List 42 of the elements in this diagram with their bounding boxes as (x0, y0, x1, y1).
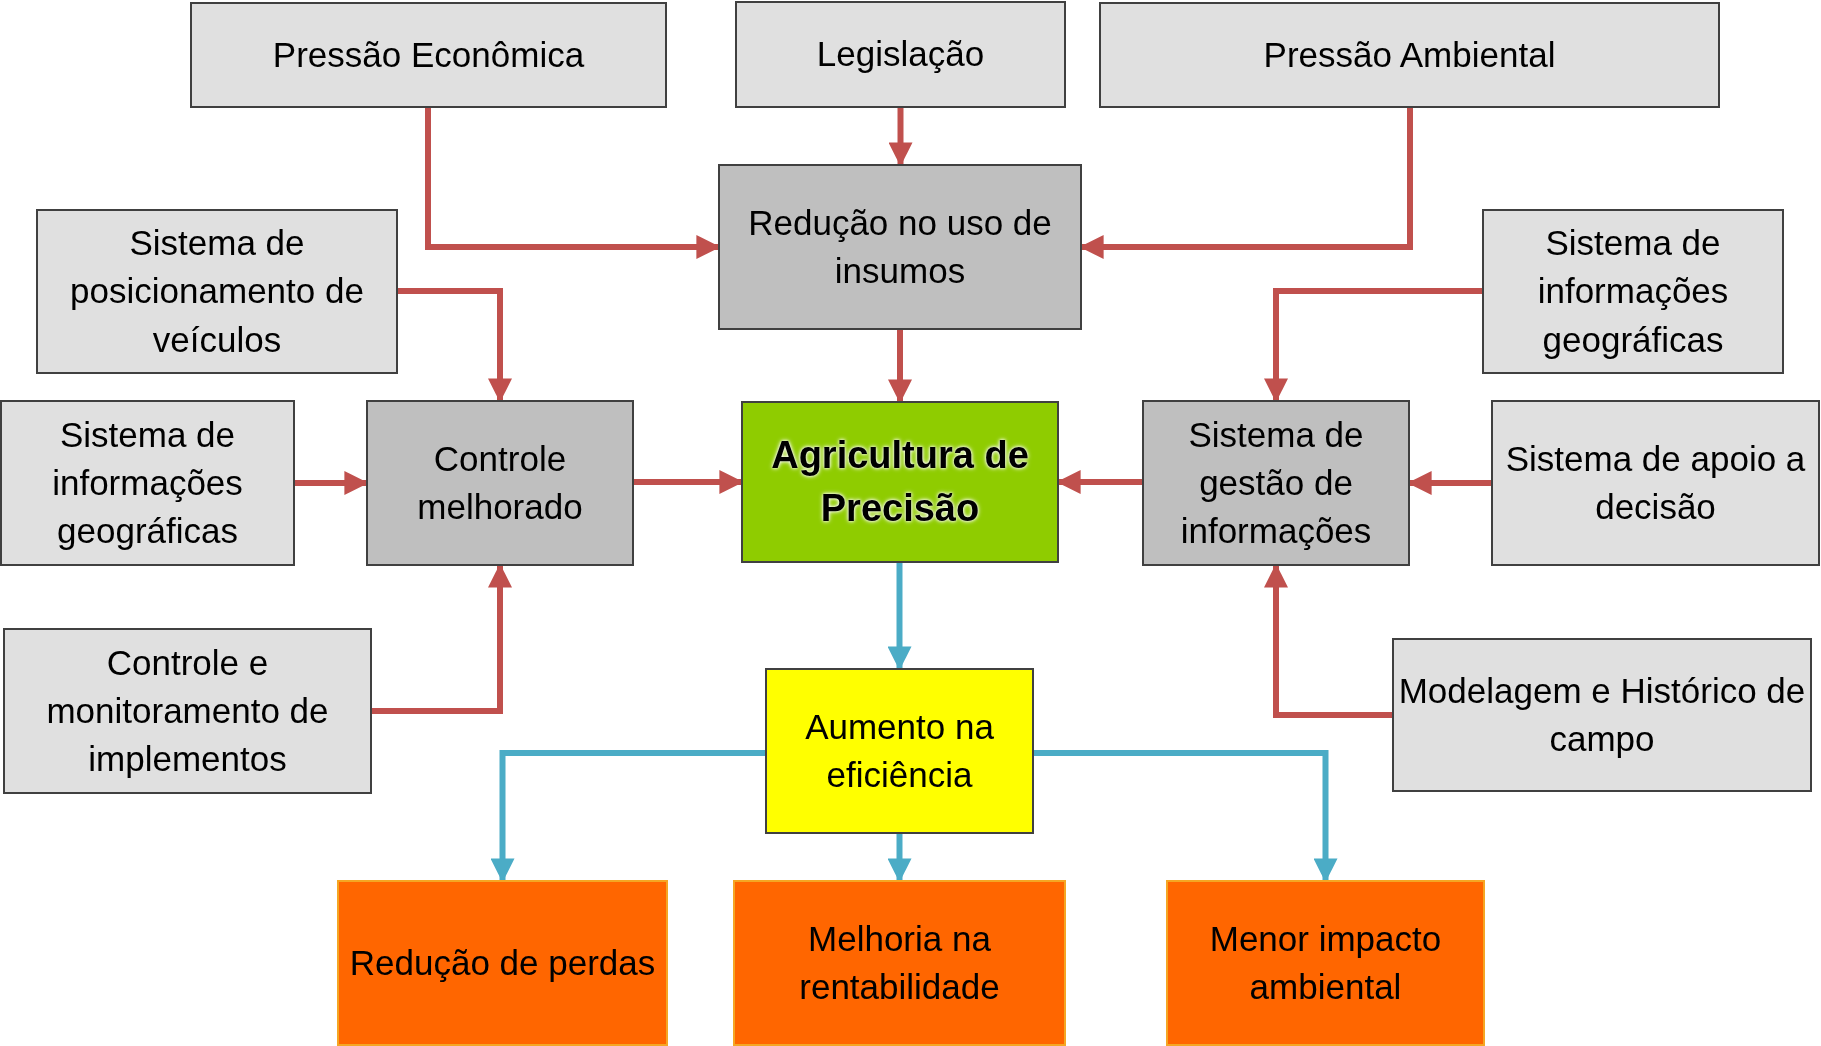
arrow (398, 288, 512, 403)
box-label: Sistema de informações geográficas (1536, 222, 1730, 361)
arrow (888, 108, 913, 167)
box-label: Agricultura de Precisão (770, 432, 1030, 531)
box-label: Controle melhorado (416, 437, 584, 528)
factor-box (1491, 400, 1820, 566)
process-box (1142, 400, 1410, 566)
process-box (718, 164, 1082, 330)
factor-box (3, 628, 372, 794)
box-label: Menor impacto ambiental (1208, 917, 1443, 1008)
factor-box (190, 2, 667, 108)
arrow (1034, 750, 1338, 883)
outcome-box (1166, 880, 1485, 1046)
box-label: Sistema de apoio a decisão (1504, 437, 1807, 528)
box-label: Sistema de posicionamento de veículos (69, 222, 365, 361)
arrow (490, 750, 765, 883)
outcome-box (337, 880, 668, 1046)
central-box (741, 401, 1059, 563)
box-label: Legislação (816, 33, 985, 76)
factor-box (1482, 209, 1784, 374)
box-label: Aumento na eficiência (804, 705, 995, 796)
box-label: Controle e monitoramento de implementos (45, 641, 330, 781)
factor-box (0, 400, 295, 566)
box-label: Melhoria na rentabilidade (798, 917, 1001, 1008)
factor-box (1099, 2, 1720, 108)
arrow (888, 330, 912, 404)
box-label: Sistema de gestão de informações (1179, 413, 1373, 553)
box-label: Pressão Ambiental (1263, 33, 1556, 76)
factor-box (36, 209, 398, 374)
arrow (887, 834, 912, 883)
process-box (366, 400, 634, 566)
box-label: Modelagem e Histórico de campo (1398, 669, 1806, 760)
outcome-box (733, 880, 1066, 1046)
result-box (765, 668, 1034, 834)
arrow (1264, 288, 1482, 403)
arrow (887, 563, 912, 671)
box-label: Sistema de informações geográficas (51, 413, 244, 553)
box-label: Redução de perdas (349, 941, 656, 984)
factor-box (735, 1, 1066, 108)
box-label: Pressão Econômica (272, 33, 585, 76)
box-label: Redução no uso de insumos (747, 201, 1053, 292)
factor-box (1392, 638, 1812, 792)
